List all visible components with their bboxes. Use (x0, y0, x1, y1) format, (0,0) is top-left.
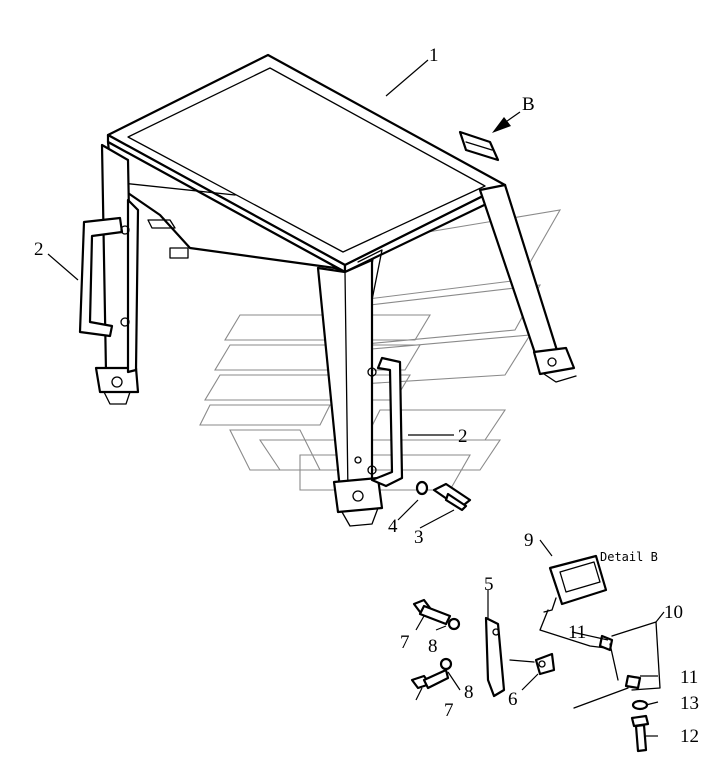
callout-13: 13 (680, 693, 699, 714)
callout-2-left: 2 (34, 239, 44, 260)
callout-labels: 1 2 2 3 4 5 6 7 7 8 8 9 10 11 11 12 13 B… (34, 45, 699, 747)
callout-12: 12 (680, 726, 699, 747)
detail-b-label: Detail B (600, 550, 658, 564)
callout-1: 1 (429, 45, 439, 66)
leg-rear-right (478, 183, 577, 383)
view-marker-b: B (522, 94, 535, 115)
leader-lines (47, 59, 665, 737)
callout-11-upper: 11 (568, 622, 586, 643)
callout-8-upper: 8 (428, 636, 438, 657)
callout-10: 10 (664, 602, 683, 623)
bolt-and-washer (415, 480, 472, 512)
leg-front-right (316, 249, 384, 527)
callout-5: 5 (484, 574, 494, 595)
handrail-right (367, 356, 404, 488)
leg-rear-left (126, 198, 140, 374)
callout-6: 6 (508, 689, 518, 710)
callout-2-right: 2 (458, 426, 468, 447)
canopy-roof (106, 53, 507, 274)
view-arrow-b (492, 111, 521, 133)
callout-11-lower: 11 (680, 667, 698, 688)
roof-bracket (458, 130, 500, 162)
detail-b-assembly (410, 554, 661, 753)
callout-7-upper: 7 (400, 632, 410, 653)
callout-9: 9 (524, 530, 534, 551)
callout-3: 3 (414, 527, 424, 548)
callout-7-lower: 7 (444, 700, 454, 721)
callout-4: 4 (388, 516, 398, 537)
handrail-left (78, 216, 130, 338)
callout-8-lower: 8 (464, 682, 474, 703)
